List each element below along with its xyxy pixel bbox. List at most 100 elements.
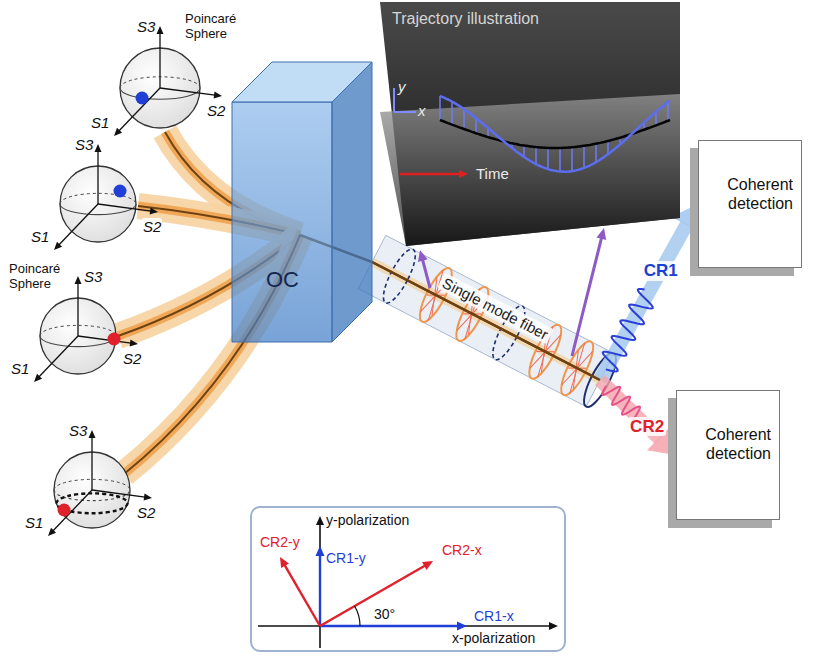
panel-floor — [380, 94, 680, 246]
axis-arrow-head — [214, 92, 222, 99]
detector-box: Coherent detection — [698, 140, 802, 268]
vector-label: CR2-y — [260, 534, 300, 550]
axis-label: S1 — [90, 114, 110, 131]
edge-label: CR2 — [628, 417, 666, 437]
coupler-shape — [232, 62, 372, 342]
fiber-core — [372, 262, 600, 380]
trajectory-tick — [607, 141, 609, 154]
optical-wave — [603, 289, 653, 372]
vector-arrow — [319, 555, 321, 626]
axis-label: S3 — [83, 268, 103, 285]
trajectory-tick — [475, 118, 477, 133]
vector-arrow-head — [316, 546, 325, 556]
node-label: Coherent detection — [689, 425, 771, 463]
trajectory-curve — [440, 96, 670, 172]
state-dot — [58, 504, 71, 517]
axis-arrow — [97, 151, 98, 204]
axis-arrow-head — [130, 339, 138, 346]
axis-label: S3 — [136, 18, 156, 35]
axis-arrow — [59, 204, 98, 245]
time-arrow-head — [459, 170, 468, 178]
pointer-arrow — [572, 238, 602, 356]
vector-arrow — [285, 565, 320, 626]
trajectory-panel: Trajectory illustration — [380, 2, 680, 246]
vector-arrow-head — [422, 561, 433, 570]
axis-label: S2 — [206, 102, 226, 119]
optical-coupler: OC — [232, 62, 372, 342]
panel-back — [380, 2, 680, 246]
time-arrow — [400, 173, 460, 176]
axis-arrow — [53, 490, 92, 531]
axis-label: S2 — [136, 504, 156, 521]
vector-label: CR2-x — [442, 542, 482, 558]
axis-arrow — [91, 437, 92, 490]
vector-label: CR1-x — [474, 608, 514, 624]
gizmo-axis — [394, 111, 416, 113]
trajectory-tick — [595, 144, 597, 162]
gizmo-axis — [393, 88, 395, 112]
edge-connector — [372, 262, 676, 455]
axis-label: S2 — [142, 218, 162, 235]
axis-arrow-head — [114, 128, 122, 136]
coupler-side — [332, 62, 372, 342]
fiber-core — [372, 262, 600, 380]
poincare-sphere — [114, 26, 222, 136]
inset-axes — [252, 508, 564, 650]
axis-arrow — [39, 336, 78, 377]
panel-axis-label: y — [398, 78, 406, 95]
trajectory-tick — [451, 102, 453, 125]
axis-title: y-polarization — [326, 512, 409, 528]
state-dot — [108, 333, 121, 346]
node-label: OC — [266, 267, 372, 293]
state-dot — [136, 92, 149, 105]
detector-box: Coherent detection — [676, 390, 780, 520]
axis-arrow — [160, 88, 215, 95]
axis-label: S1 — [30, 228, 50, 245]
axis-arrow-head — [150, 207, 158, 214]
fiber-glow — [372, 262, 600, 380]
sphere-title: Poincaré Sphere — [184, 12, 246, 42]
axis-arrow — [98, 204, 151, 211]
axis-arrow-head — [89, 430, 96, 438]
trajectory-axis — [440, 120, 670, 148]
axis-arrow — [119, 88, 160, 131]
angle-label: 30° — [374, 606, 395, 622]
axis-arrow-head — [157, 26, 164, 34]
axis-title: x-polarization — [452, 630, 535, 646]
axis-arrow-head — [48, 528, 56, 536]
pointer-arrow-head — [596, 228, 606, 240]
vector-label: CR1-y — [326, 550, 366, 566]
axis-arrow-head — [95, 144, 102, 152]
equator-front — [40, 336, 116, 347]
equator-front — [60, 204, 136, 215]
panel-title: Trajectory illustration — [392, 10, 680, 28]
trajectory-tick — [547, 148, 549, 169]
trajectory-tick — [571, 147, 573, 171]
edge-label: CR1 — [642, 261, 680, 281]
polarization-inset: y-polarizationCR1-y CR2-yCR2-x 30° CR1-x x-p… — [250, 506, 566, 652]
state-dot — [114, 185, 127, 198]
trajectory-tick — [535, 147, 537, 164]
pointer-arrow-head — [418, 250, 428, 262]
vector-arrow-head — [280, 557, 289, 568]
axis-arrow-head — [54, 242, 62, 250]
axis-arrow — [258, 625, 550, 627]
axis-arrow-head — [75, 276, 82, 284]
trajectory-tick — [559, 148, 561, 172]
axis-arrow-head — [34, 374, 42, 382]
axis-arrow-head — [144, 493, 152, 500]
axis-arrow — [159, 33, 160, 88]
axis-label: S1 — [24, 514, 44, 531]
trajectory-tick — [667, 102, 669, 121]
fiber-tube — [358, 235, 614, 406]
axis-arrow — [78, 336, 131, 343]
equator-front — [54, 490, 130, 501]
vector-arrow-head — [457, 622, 467, 631]
axis-label: S2 — [122, 350, 142, 367]
vector-arrow — [320, 565, 425, 626]
vector-arrow — [320, 625, 458, 627]
trajectory-tick — [463, 109, 465, 129]
trajectory-tick — [439, 96, 441, 120]
pointer-arrow — [423, 260, 430, 288]
